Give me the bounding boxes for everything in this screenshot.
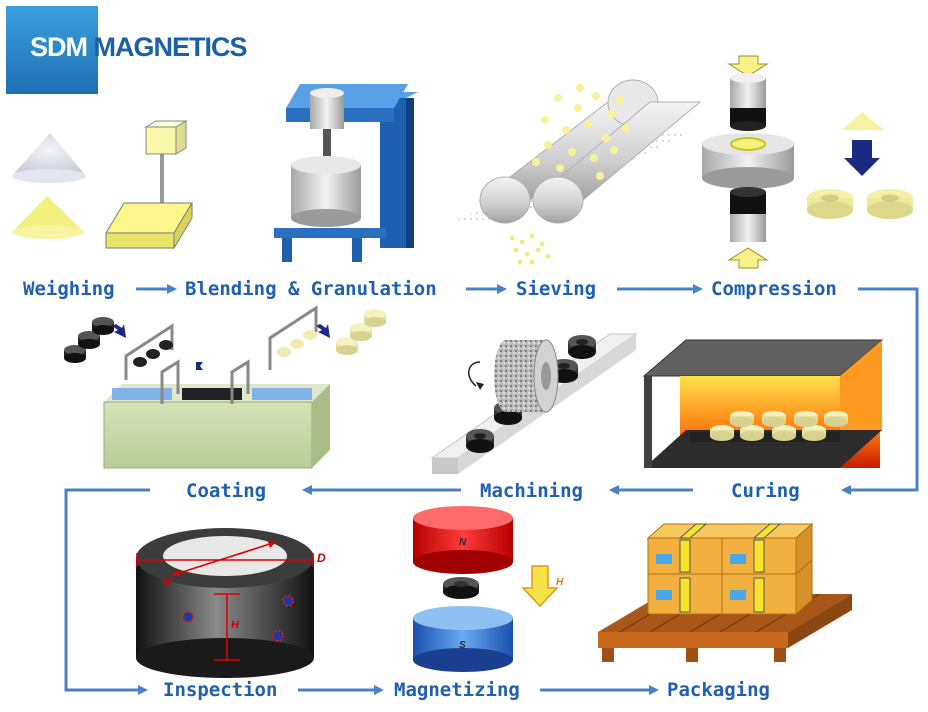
logo-block xyxy=(6,6,98,94)
step-weighing: Weighing xyxy=(23,278,115,300)
magnetizing-illustration: N S H xyxy=(413,506,564,672)
machining-illustration xyxy=(430,333,638,474)
sieving-illustration xyxy=(452,79,702,265)
weighing-illustration xyxy=(12,120,193,250)
defect-marks xyxy=(182,595,294,642)
step-packaging: Packaging xyxy=(667,679,770,701)
inspection-illustration: D d H xyxy=(136,528,326,678)
south-pole-label: S xyxy=(459,640,466,651)
compression-illustration xyxy=(702,55,913,269)
step-inspection: Inspection xyxy=(163,679,278,701)
step-blending-granulation: Blending & Granulation xyxy=(185,278,437,300)
step-curing: Curing xyxy=(731,480,800,502)
height-label: H xyxy=(231,619,240,631)
packaging-illustration xyxy=(598,522,852,662)
outer-diameter-label: D xyxy=(317,551,326,565)
coated-parts xyxy=(64,317,114,363)
step-machining: Machining xyxy=(480,480,583,502)
flow-arrows xyxy=(64,284,919,695)
north-pole-label: N xyxy=(459,537,467,548)
logo-sdm: SDM xyxy=(30,32,88,62)
step-compression: Compression xyxy=(711,278,837,300)
step-magnetizing: Magnetizing xyxy=(394,679,520,701)
blending-illustration xyxy=(274,84,418,262)
step-sieving: Sieving xyxy=(516,278,597,300)
field-label: H xyxy=(556,577,564,588)
field-arrow xyxy=(521,565,559,608)
logo-magnetics: MAGNETICS xyxy=(87,32,248,62)
step-coating: Coating xyxy=(186,480,267,502)
company-logo: SDM MAGNETICS xyxy=(30,32,248,63)
inner-diameter-label: d xyxy=(163,577,170,589)
uncoated-parts xyxy=(336,309,386,355)
coating-illustration xyxy=(64,305,386,469)
curing-illustration xyxy=(642,339,884,468)
